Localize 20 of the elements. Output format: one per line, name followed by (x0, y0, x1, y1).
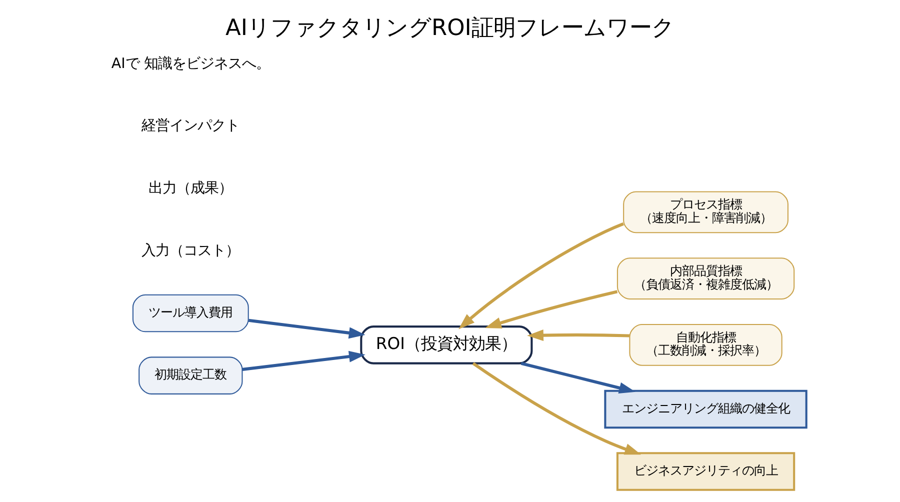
node-box: 自動化指標 （工数削減・採択率） (629, 324, 782, 366)
diagram-title: AIリファクタリングROI証明フレームワーク (226, 14, 674, 41)
node-box: エンジニアリング組織の健全化 (604, 389, 808, 428)
node-box: ツール導入費用 (132, 294, 249, 332)
node-box: プロセス指標 （速度向上・障害削減） (623, 190, 788, 233)
arrow (472, 362, 642, 454)
arrow (520, 361, 636, 394)
label: 出力（成果） (148, 180, 233, 196)
arrow (248, 318, 366, 338)
node-box: 内部品質指標 （負債返済・複雑度低減） (616, 257, 795, 299)
arrow (484, 290, 618, 328)
arrow (458, 222, 624, 329)
node-box: 初期設定工数 (138, 356, 243, 394)
label: 入力（コスト） (142, 242, 240, 258)
label: AIで 知識をビジネスへ。 (111, 55, 270, 72)
arrow (527, 329, 630, 340)
label: 経営インパクト (142, 118, 240, 134)
node-box: ROI（投資対効果） (360, 325, 533, 364)
arrow (242, 350, 366, 370)
node-box: ビジネスアジリティの向上 (616, 452, 796, 490)
